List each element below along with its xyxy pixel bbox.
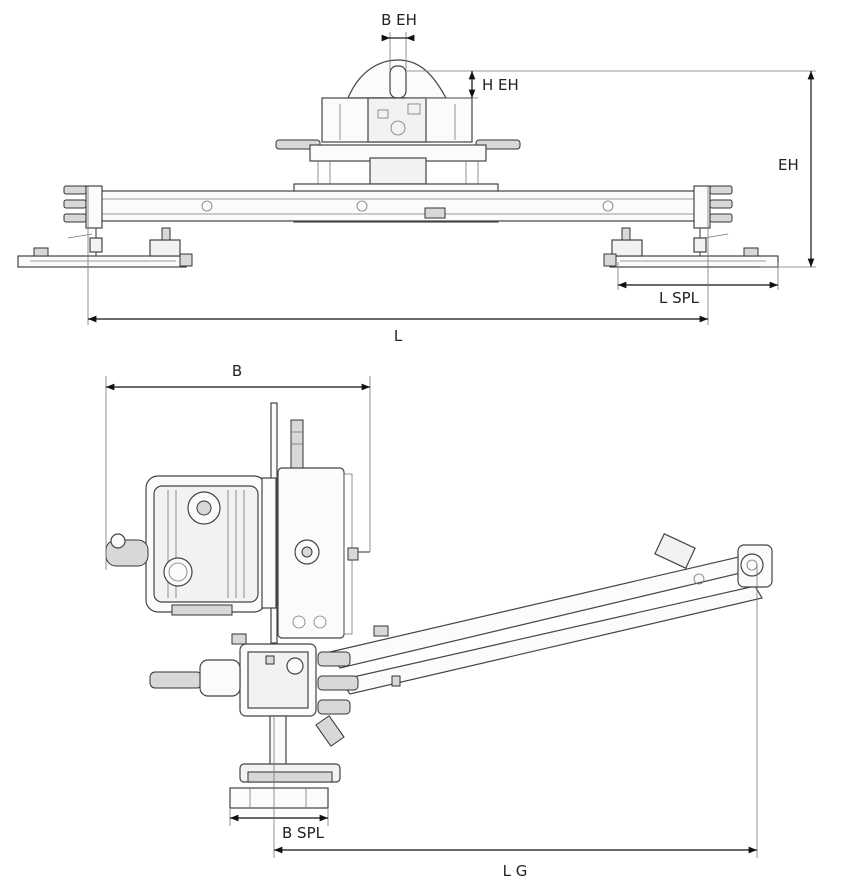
front-view: B EH H EH EH L SPL L bbox=[17, 11, 816, 345]
suction-foot bbox=[229, 715, 341, 809]
label-l: L bbox=[394, 327, 403, 345]
left-suction-plate bbox=[17, 227, 193, 268]
control-box bbox=[367, 97, 427, 143]
control-box-side bbox=[261, 419, 370, 639]
lifting-arm bbox=[329, 533, 773, 695]
right-end-fittings bbox=[693, 185, 733, 258]
right-suction-plate bbox=[603, 227, 779, 268]
label-b-spl: B SPL bbox=[282, 824, 325, 842]
label-l-spl: L SPL bbox=[659, 289, 700, 307]
label-l-g: L G bbox=[503, 862, 528, 880]
label-b: B bbox=[232, 362, 242, 380]
main-beam bbox=[87, 190, 709, 222]
label-b-eh: B EH bbox=[381, 11, 417, 29]
valve-block bbox=[149, 625, 389, 747]
vacuum-pump-motor bbox=[105, 475, 267, 616]
label-h-eh: H EH bbox=[482, 76, 519, 94]
top-handle bbox=[389, 65, 407, 99]
left-end-fittings bbox=[63, 185, 103, 258]
side-view: B B SPL L G bbox=[105, 362, 773, 880]
label-eh: EH bbox=[778, 156, 799, 174]
